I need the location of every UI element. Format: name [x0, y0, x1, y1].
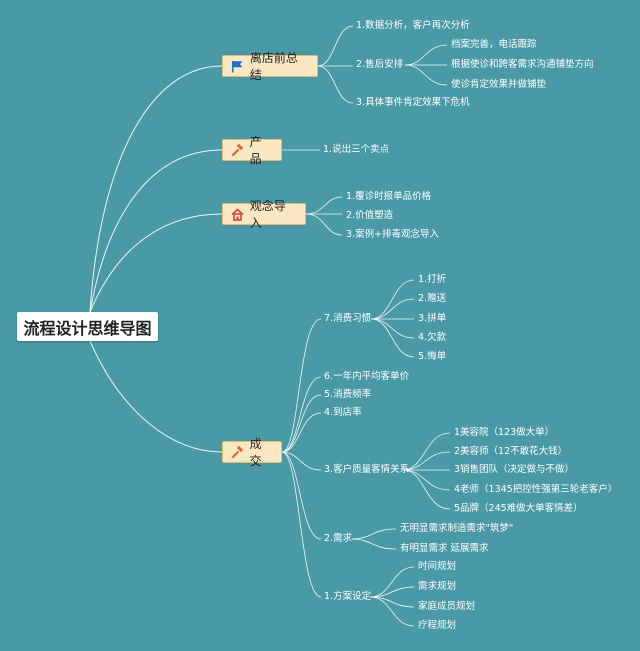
deal-quality[interactable]: 3.客户质量客情关系: [324, 464, 410, 475]
after-child-3[interactable]: 使诊肯定效果并做铺垫: [451, 79, 547, 90]
link-consume-2: [370, 298, 415, 320]
after-child-1[interactable]: 档案完善，电话跟踪: [451, 39, 537, 50]
summary-item-after[interactable]: 2.售后安排: [356, 59, 404, 70]
branch-product[interactable]: 产品: [222, 135, 282, 166]
plan-child-4[interactable]: 疗程规划: [418, 620, 457, 631]
link-plan-1: [369, 566, 415, 598]
plan-child-2[interactable]: 需求规划: [418, 581, 457, 592]
link-plan-4: [369, 596, 415, 627]
link-need-1: [351, 528, 397, 540]
product-item-1[interactable]: 1.说出三个卖点: [323, 144, 390, 155]
branch-product-label: 产品: [249, 135, 262, 166]
link-deal-plan: [281, 451, 322, 598]
link-quality-5: [402, 469, 451, 510]
deal-freq[interactable]: 5.消费频率: [324, 389, 372, 400]
link-root-concept: [89, 213, 223, 313]
link-root-product: [89, 149, 223, 313]
branch-deal-label: 成交: [249, 437, 262, 468]
link-consume-4: [370, 318, 415, 339]
quality-child-5[interactable]: 5品牌（245难做大单客情差）: [454, 503, 583, 514]
summary-item-crisis[interactable]: 3.具体事件肯定效果下危机: [356, 97, 470, 108]
link-after-3: [404, 64, 448, 86]
link-root-summary: [89, 65, 223, 313]
link-quality-4: [402, 469, 451, 491]
link-concept-1: [305, 196, 343, 215]
link-need-2: [351, 538, 397, 550]
flag-icon: [231, 59, 245, 73]
plan-child-1[interactable]: 时间规划: [418, 561, 457, 572]
link-deal-consume: [281, 318, 322, 453]
link-deal-avg: [281, 376, 322, 453]
branch-summary-label: 离店前总结: [249, 51, 298, 82]
house-icon: [231, 207, 245, 221]
consume-child-2[interactable]: 2.赠送: [418, 293, 447, 304]
summary-item-data[interactable]: 1.数据分析，客户再次分析: [356, 20, 470, 31]
quality-child-4[interactable]: 4老师（1345把控性强第三轮老客户）: [454, 484, 618, 495]
plan-child-3[interactable]: 家庭成员规划: [418, 601, 476, 612]
link-root-deal: [89, 340, 223, 453]
link-plan-3: [369, 596, 415, 608]
link-summary-1: [317, 25, 354, 67]
link-deal-rate: [281, 412, 322, 453]
deal-rate[interactable]: 4.到店率: [324, 407, 362, 418]
branch-deal[interactable]: 成交: [222, 437, 282, 468]
link-quality-2: [402, 451, 451, 471]
link-concept-3: [305, 213, 343, 236]
quality-child-3[interactable]: 3销售团队（决定做与不做）: [454, 464, 575, 475]
link-deal-quality: [281, 451, 322, 471]
root-node[interactable]: 流程设计思维导图: [17, 312, 158, 341]
consume-child-4[interactable]: 4.欠款: [418, 332, 447, 343]
link-quality-1: [402, 432, 451, 471]
link-consume-5: [370, 318, 415, 358]
hammer-icon: [231, 445, 245, 459]
need-child-1[interactable]: 无明显需求制造需求"筑梦": [400, 523, 514, 534]
concept-item-1[interactable]: 1.覆诊时报单品价格: [346, 191, 432, 202]
after-child-2[interactable]: 根据使诊和跨客需求沟通铺垫方向: [451, 59, 594, 70]
concept-item-3[interactable]: 3.案例+排毒观念导入: [346, 229, 440, 240]
deal-plan[interactable]: 1.方案设定: [324, 591, 372, 602]
quality-child-1[interactable]: 1美容院（123做大单）: [454, 427, 555, 438]
root-label: 流程设计思维导图: [23, 318, 152, 338]
link-deal-freq: [281, 394, 322, 453]
consume-child-5[interactable]: 5.悔单: [418, 351, 447, 362]
consume-child-3[interactable]: 3.拼单: [418, 313, 447, 324]
branch-concept[interactable]: 观念导入: [222, 199, 306, 230]
quality-child-2[interactable]: 2美容师（12不敢花大钱）: [454, 446, 568, 457]
deal-need[interactable]: 2.需求: [324, 533, 353, 544]
link-consume-1: [370, 279, 415, 320]
deal-consume[interactable]: 7.消费习惯: [324, 313, 372, 324]
consume-child-1[interactable]: 1.打折: [418, 274, 447, 285]
hammer-icon: [231, 143, 245, 157]
link-plan-2: [369, 586, 415, 598]
deal-avg[interactable]: 6.一年内平均客单价: [324, 371, 410, 382]
link-after-1: [404, 44, 448, 66]
branch-summary[interactable]: 离店前总结: [222, 51, 318, 82]
concept-item-2[interactable]: 2.价值塑造: [346, 210, 394, 221]
branch-concept-label: 观念导入: [249, 199, 286, 230]
link-deal-need: [281, 451, 322, 540]
need-child-2[interactable]: 有明显需求 延展需求: [400, 543, 489, 554]
link-summary-3: [317, 65, 354, 104]
